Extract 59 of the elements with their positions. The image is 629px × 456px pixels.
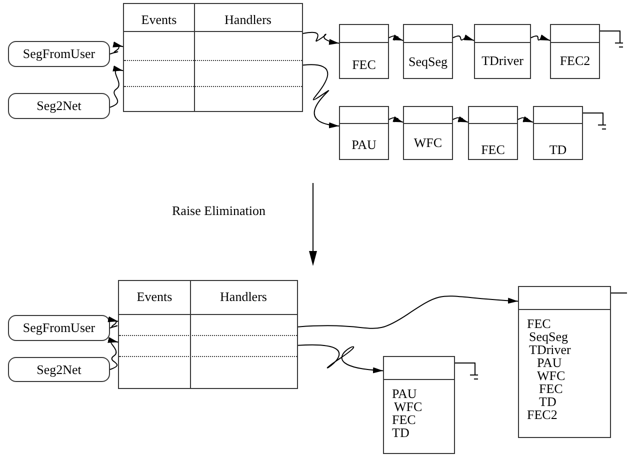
event-box: [8, 41, 110, 67]
handler-name: TD: [538, 395, 558, 408]
handler-name: FEC2: [527, 408, 558, 421]
column-header: Events: [140, 12, 178, 28]
event-table: [123, 3, 303, 112]
handler-name: WFC: [393, 400, 424, 413]
handler-name: PAU: [350, 137, 378, 153]
handler-cell: [533, 106, 583, 160]
handler-name: FEC: [480, 142, 506, 158]
handler-name: SeqSeg: [528, 330, 569, 343]
event-box: [8, 315, 110, 341]
handler-name: PAU: [392, 387, 418, 400]
handler-cell: [403, 106, 453, 160]
handler-name: WFC: [412, 135, 444, 151]
pointer-arrow: [298, 344, 384, 373]
step-label: Raise Elimination: [172, 203, 266, 219]
handler-cell: [474, 24, 531, 79]
handler-name: FEC: [527, 317, 552, 330]
handler-list-box: [383, 356, 455, 454]
column-header: Handlers: [224, 12, 272, 28]
event-name: SegFromUser: [22, 46, 96, 62]
handler-cell: [339, 106, 389, 160]
handler-cell: [550, 24, 600, 79]
pointer-arrow: [298, 296, 518, 329]
handler-name: TDriver: [480, 53, 524, 69]
handler-name: FEC: [392, 413, 417, 426]
handler-name: FEC: [351, 57, 377, 73]
pointer-arrow: [108, 337, 118, 370]
handler-name: TD: [548, 142, 568, 158]
event-name: Seg2Net: [36, 362, 82, 378]
pointer-arrow: [110, 66, 124, 108]
event-box: [8, 93, 110, 119]
handler-name: TD: [392, 426, 410, 439]
pointer-arrow: [518, 116, 534, 123]
pointer-arrow: [388, 116, 404, 123]
pointer-arrow: [302, 32, 340, 44]
event-table: [118, 280, 298, 389]
handler-name: WFC: [536, 369, 566, 382]
handler-cell: [403, 24, 453, 79]
pointer-arrow: [302, 64, 340, 128]
handler-name: FEC2: [558, 53, 592, 69]
pointer-arrow: [388, 34, 404, 41]
event-name: Seg2Net: [36, 98, 82, 114]
column-header: Events: [136, 289, 174, 305]
column-header: Handlers: [219, 289, 268, 305]
pointer-arrow: [530, 34, 550, 41]
event-name: SegFromUser: [22, 320, 96, 336]
handler-cell: [468, 106, 518, 160]
pointer-arrow: [110, 41, 124, 54]
pointer-arrow: [108, 316, 118, 328]
pointer-arrow: [452, 34, 474, 41]
handler-cell: [339, 24, 389, 79]
handler-name: SeqSeg: [408, 54, 448, 70]
handler-name: PAU: [536, 356, 563, 369]
event-box: [8, 357, 110, 382]
handler-name: FEC: [538, 382, 564, 395]
handler-list-box: [518, 286, 611, 438]
handler-name: TDriver: [528, 343, 572, 356]
pointer-arrow: [452, 116, 468, 123]
